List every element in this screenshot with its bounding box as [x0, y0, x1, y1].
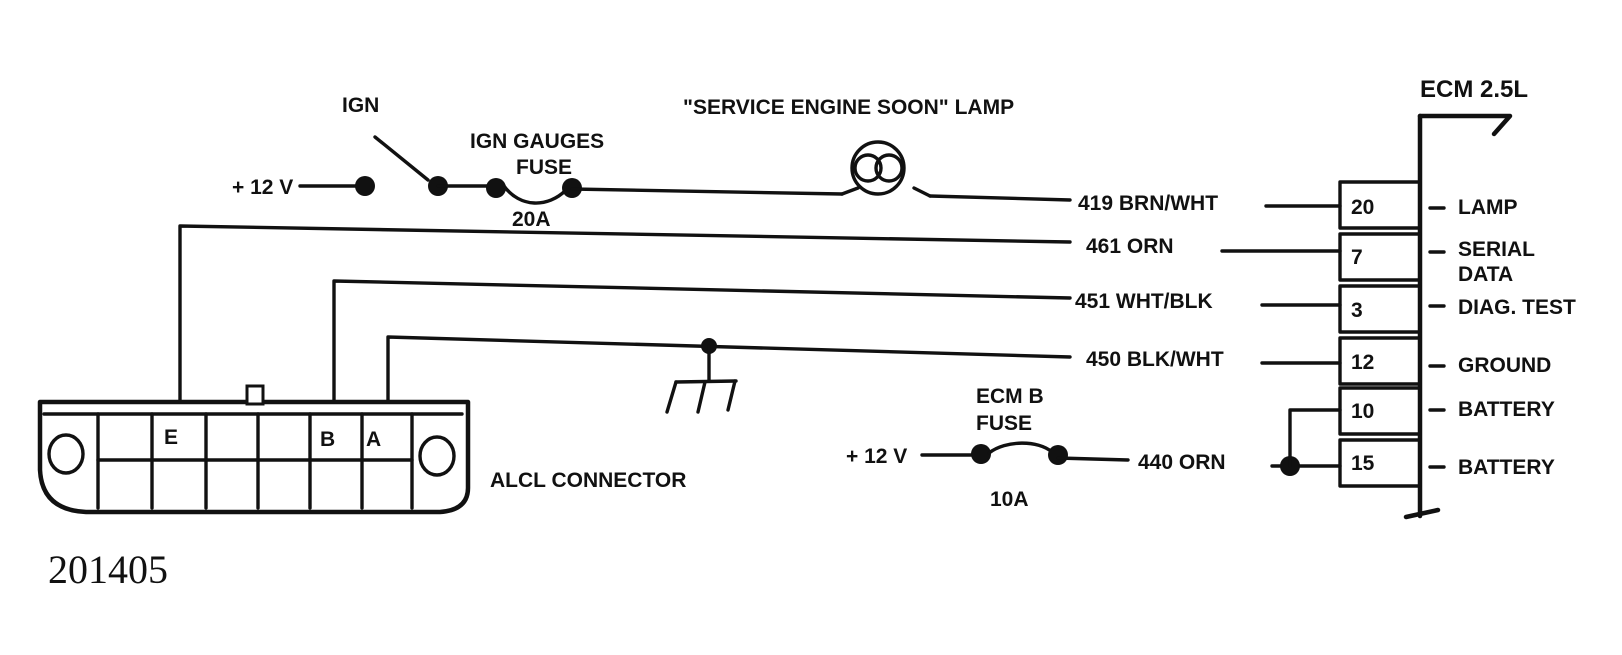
wire-label-451: 451 WHT/BLK: [1075, 290, 1213, 313]
ecm-pin-12: 12: [1338, 336, 1422, 386]
ecm-fuse-terminal-right: [1048, 445, 1068, 465]
ign-circuit: + 12 V IGN IGN GAUGES FUSE 20A "SERVICE …: [232, 94, 1342, 231]
battery-circuit: + 12 V ECM B FUSE 10A 440 ORN: [846, 385, 1342, 511]
wire-label-419: 419 BRN/WHT: [1078, 192, 1218, 215]
figure-number: 201405: [48, 547, 168, 592]
svg-text:15: 15: [1351, 452, 1375, 475]
ground-icon: [665, 344, 738, 414]
ecm-fuse-label-line2: FUSE: [976, 412, 1032, 435]
wire-451-to-alcl-b: [332, 279, 1072, 404]
ecm-pin-7: 7: [1338, 232, 1422, 282]
alcl-cavity-e: E: [164, 426, 178, 449]
ecm-pin-10: 10: [1338, 386, 1422, 436]
service-engine-soon-lamp-icon: [840, 140, 932, 198]
splice-to-pin10-wire: [1288, 408, 1342, 468]
ecm-function-diag-test: DIAG. TEST: [1458, 296, 1576, 319]
ign-supply-terminal: [355, 176, 375, 196]
fuse-to-440-wire: [1056, 456, 1130, 462]
ecm-module: ECM 2.5L 20 7 3 12 10 15 LAMP S: [1338, 76, 1576, 520]
lamp-to-419-wire: [928, 194, 1072, 202]
svg-text:7: 7: [1351, 246, 1363, 269]
alcl-connector: E B A: [37, 384, 471, 515]
ign-fuse-terminal-left: [486, 178, 506, 198]
lamp-label: "SERVICE ENGINE SOON" LAMP: [683, 96, 1014, 119]
alcl-cavity-a: A: [366, 428, 381, 451]
ecm-function-battery-15: BATTERY: [1458, 456, 1555, 479]
svg-text:20: 20: [1351, 196, 1374, 219]
ecm-function-ground: GROUND: [1458, 354, 1551, 377]
alcl-cavity-b: B: [320, 428, 335, 451]
wire-450-to-alcl-a: [386, 335, 1072, 404]
ecm-function-battery-10: BATTERY: [1458, 398, 1555, 421]
ign-fuse-rating: 20A: [512, 208, 551, 231]
ecm-function-leaders: [1428, 206, 1446, 469]
ecm-fuse-label-line1: ECM B: [976, 385, 1044, 408]
fuse-to-lamp-wire: [570, 187, 844, 196]
ecm-fuse-rating: 10A: [990, 488, 1029, 511]
ecm-title: ECM 2.5L: [1420, 76, 1528, 103]
alcl-left-mount-hole-icon: [47, 433, 85, 475]
alcl-connector-label: ALCL CONNECTOR: [490, 469, 686, 492]
ecm-housing-top: [1417, 113, 1513, 137]
ecm-function-serial: SERIAL: [1458, 238, 1535, 261]
ign-switch-blade: [373, 135, 430, 182]
wire-label-461: 461 ORN: [1086, 235, 1174, 258]
svg-text:10: 10: [1351, 400, 1374, 423]
ecm-pin-3: 3: [1338, 284, 1422, 334]
ign-fuse-label-line1: IGN GAUGES: [470, 130, 604, 153]
ecm-fuse-terminal-left: [971, 444, 991, 464]
ign-fuse-label-line2: FUSE: [516, 156, 572, 179]
wire-label-450: 450 BLK/WHT: [1086, 348, 1224, 371]
svg-text:12: 12: [1351, 351, 1374, 374]
ign-supply-label: + 12 V: [232, 176, 293, 199]
ign-fuse-element: [502, 184, 568, 205]
ecm-fuse-element: [987, 441, 1054, 455]
ecm-pin-15: 15: [1338, 438, 1422, 488]
battery-supply-label: + 12 V: [846, 445, 907, 468]
ecm-housing-bottom: [1403, 507, 1441, 520]
ign-switch-label: IGN: [342, 94, 379, 117]
wire-label-440: 440 ORN: [1138, 451, 1226, 474]
wire-461-to-alcl-e: [178, 224, 1072, 404]
ecm-pin-20: 20: [1338, 180, 1422, 230]
alcl-right-mount-hole-icon: [418, 435, 456, 477]
svg-text:3: 3: [1351, 299, 1363, 322]
alcl-wiring: 461 ORN 451 WHT/BLK 450 BLK/WHT: [178, 224, 1342, 414]
ecm-function-lamp: LAMP: [1458, 196, 1518, 219]
ecm-function-data: DATA: [1458, 263, 1513, 286]
